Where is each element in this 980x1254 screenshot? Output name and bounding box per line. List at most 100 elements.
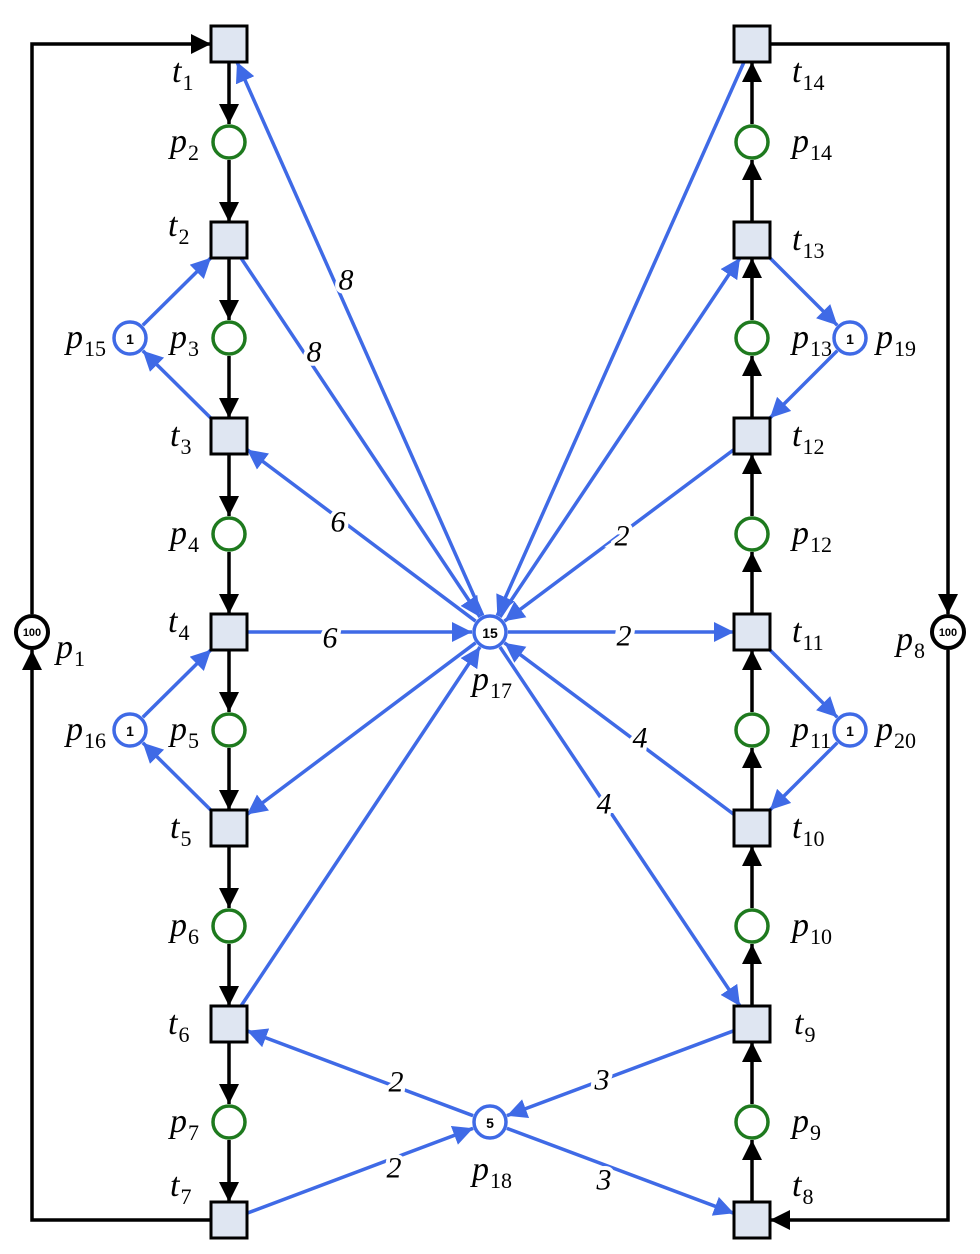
arc-p17-t1	[235, 61, 485, 617]
place-p7	[211, 1104, 247, 1140]
arc-weight: 2	[615, 520, 630, 553]
arc-t14-p8	[770, 42, 958, 614]
label-p5: p5	[168, 711, 199, 753]
arc-p17-t9	[498, 646, 742, 1007]
label-t2: t2	[168, 207, 189, 249]
place-p17	[472, 614, 508, 650]
place-p4	[211, 516, 247, 552]
label-p16: p16	[64, 711, 106, 753]
arc-t9-p18	[506, 1029, 735, 1119]
place-p10	[734, 908, 770, 944]
arc-weight: 2	[389, 1066, 404, 1099]
transition-t10	[732, 808, 772, 848]
label-p14: p14	[790, 123, 832, 165]
label-t9: t9	[794, 1005, 815, 1047]
place-p15	[112, 320, 148, 356]
arc-p15-t2	[141, 256, 213, 327]
arc-t2-p17	[239, 257, 482, 618]
label-t12: t12	[792, 417, 824, 459]
token-count: 15	[482, 625, 498, 641]
token-count: 5	[486, 1115, 494, 1131]
label-p17: p17	[470, 661, 512, 703]
label-p19: p19	[874, 319, 916, 361]
place-p18	[472, 1104, 508, 1140]
place-p13	[734, 320, 770, 356]
arc-p17-t13	[498, 257, 742, 618]
place-p3	[211, 320, 247, 356]
label-t14: t14	[792, 53, 824, 95]
place-p8	[930, 614, 966, 650]
arc-weight: 2	[617, 620, 632, 653]
arc-weight: 6	[323, 622, 338, 655]
arc-p18-t8	[506, 1126, 735, 1216]
label-p6: p6	[168, 907, 199, 949]
label-t10: t10	[792, 809, 824, 851]
place-p16	[112, 712, 148, 748]
place-p12	[734, 516, 770, 552]
label-p11: p11	[790, 711, 831, 753]
arc-p19-t12	[768, 349, 839, 420]
token-count: 1	[846, 331, 854, 347]
place-p2	[211, 124, 247, 160]
token-count: 100	[939, 627, 957, 639]
arc-t12-p17	[503, 448, 736, 623]
place-p20	[832, 712, 868, 748]
arc-weight: 4	[633, 722, 648, 755]
arc-t3-p15	[141, 349, 213, 420]
label-p20: p20	[874, 711, 916, 753]
label-p1: p1	[54, 629, 85, 671]
label-t13: t13	[792, 221, 824, 263]
arcs-layer	[22, 34, 958, 1230]
arc-t6-p17	[239, 646, 482, 1007]
transition-t5	[209, 808, 249, 848]
transition-t3	[209, 416, 249, 456]
place-p11	[734, 712, 770, 748]
transition-t12	[732, 416, 772, 456]
arc-weight: 8	[307, 336, 322, 369]
transition-t8	[732, 1200, 772, 1240]
label-p12: p12	[790, 515, 832, 557]
label-t5: t5	[170, 809, 191, 851]
arc-p17-t5	[245, 641, 477, 816]
transition-t11	[732, 612, 772, 652]
token-count: 1	[126, 723, 134, 739]
arc-t14-p17	[495, 61, 746, 617]
transition-t1	[209, 24, 249, 64]
label-t11: t11	[792, 613, 824, 655]
arc-p18-t6	[246, 1028, 474, 1118]
arc-t5-p16	[141, 741, 213, 812]
label-t4: t4	[168, 603, 189, 645]
arc-p20-t10	[768, 741, 839, 812]
label-p3: p3	[168, 319, 199, 361]
transition-t14	[732, 24, 772, 64]
arc-p17-t3	[245, 448, 477, 623]
label-p2: p2	[168, 123, 199, 165]
place-p1	[14, 614, 50, 650]
arc-weight: 3	[594, 1064, 610, 1097]
label-t3: t3	[170, 417, 191, 459]
token-count: 1	[846, 723, 854, 739]
token-count: 100	[23, 627, 41, 639]
arc-t7-p18	[246, 1125, 474, 1215]
place-p9	[734, 1104, 770, 1140]
label-t1: t1	[172, 53, 193, 95]
transition-t4	[209, 612, 249, 652]
arc-weight: 6	[331, 506, 346, 539]
label-p7: p7	[168, 1103, 199, 1145]
arc-weight: 2	[387, 1152, 402, 1185]
place-p14	[734, 124, 770, 160]
label-p13: p13	[790, 319, 832, 361]
arc-p8-t8	[770, 650, 950, 1230]
arc-t11-p20	[768, 648, 839, 719]
transition-t13	[732, 220, 772, 260]
arc-weight: 4	[597, 788, 612, 821]
arc-p1-t1	[30, 34, 211, 614]
label-p9: p9	[790, 1103, 821, 1145]
place-p5	[211, 712, 247, 748]
place-p6	[211, 908, 247, 944]
transition-t9	[732, 1004, 772, 1044]
label-t6: t6	[168, 1005, 189, 1047]
